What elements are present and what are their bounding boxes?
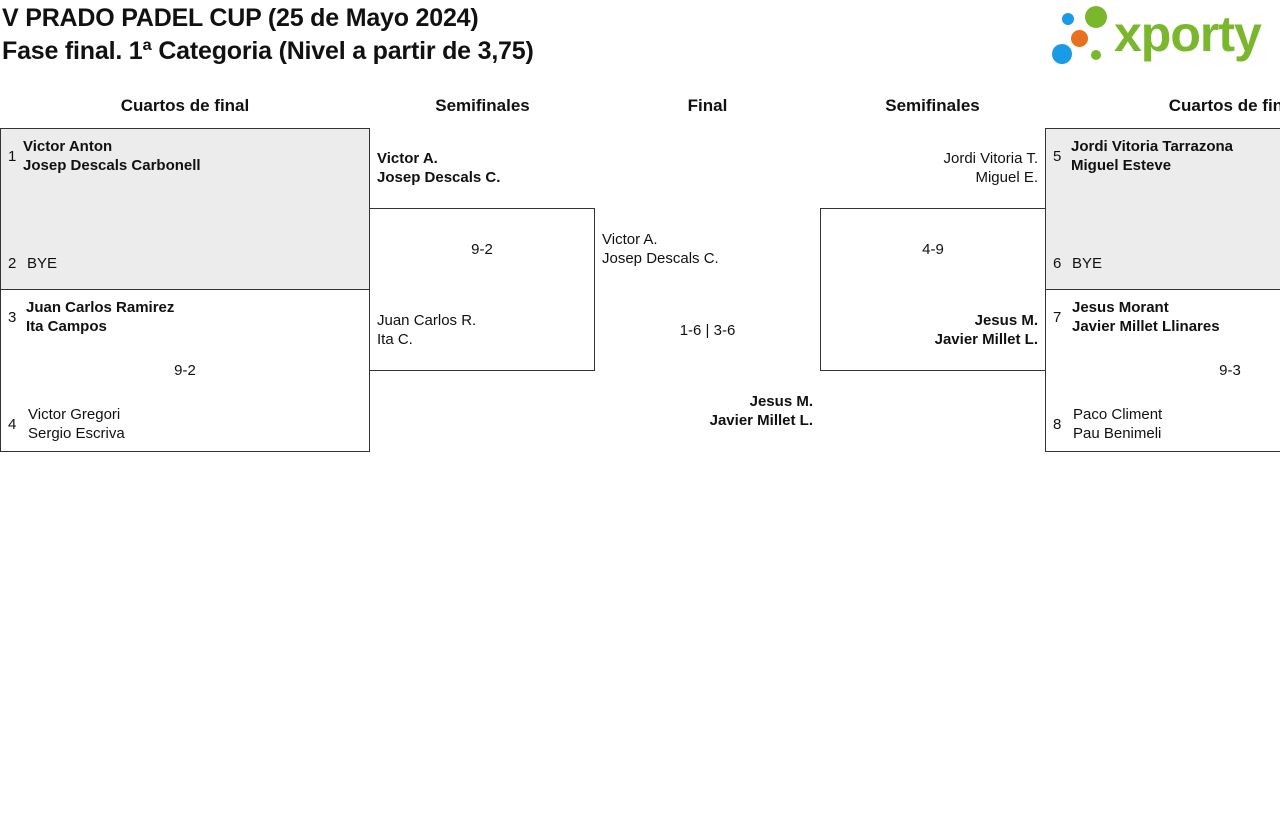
team-player: Ita C. (377, 331, 413, 348)
team-player: Victor A. (602, 231, 658, 248)
team-player: Victor A. (377, 150, 438, 167)
team-player: Victor Gregori (28, 406, 121, 423)
team-player: Juan Carlos Ramirez (26, 299, 175, 316)
logo-dot-blue-bottom-icon (1052, 44, 1072, 64)
match-score: 9-2 (174, 362, 196, 379)
match-score: 9-2 (471, 241, 493, 258)
page-title: V PRADO PADEL CUP (25 de Mayo 2024) (2, 4, 479, 32)
right-quarter-match-1: 5 Jordi Vitoria Tarrazona Miguel Esteve … (1045, 128, 1280, 290)
team-player: Pau Benimeli (1073, 425, 1162, 442)
team-player: Juan Carlos R. (377, 312, 477, 329)
team-player: Jordi Vitoria T. (943, 150, 1039, 167)
xporty-logo: xporty (1050, 2, 1276, 68)
seed-number: 4 (8, 416, 17, 433)
left-quarter-match-2: 3 Juan Carlos Ramirez Ita Campos 9-2 4 V… (0, 289, 370, 452)
seed-number: 2 (8, 255, 17, 272)
round-header-right-quarters: Cuartos de final (1168, 96, 1280, 115)
team-player: BYE (27, 255, 58, 272)
team-player: Miguel E. (975, 169, 1038, 186)
team-player: Josep Descals C. (602, 250, 719, 267)
team-player: Javier Millet L. (709, 412, 813, 429)
seed-number: 6 (1053, 255, 1062, 272)
team-player: Victor Anton (23, 138, 113, 155)
match-score: 9-3 (1219, 362, 1241, 379)
team-player: Jordi Vitoria Tarrazona (1071, 138, 1233, 155)
team-player: Javier Millet Llinares (1072, 318, 1220, 335)
round-header-final: Final (687, 96, 728, 115)
seed-number: 7 (1053, 309, 1062, 326)
seed-number: 1 (8, 148, 17, 165)
team-player: BYE (1072, 255, 1103, 272)
team-player: Miguel Esteve (1071, 157, 1172, 174)
round-header-left-quarters: Cuartos de final (120, 96, 250, 115)
logo-dot-blue-top-icon (1062, 13, 1074, 25)
right-semi-match: 4-9 Jesus M. Javier Millet L. (820, 208, 1046, 371)
seed-number: 8 (1053, 416, 1062, 433)
left-quarter-match-1: 1 Victor Anton Josep Descals Carbonell 2… (0, 128, 370, 290)
seed-number: 5 (1053, 148, 1062, 165)
team-player: Jesus Morant (1072, 299, 1169, 316)
left-semi-match: 9-2 Juan Carlos R. Ita C. (369, 208, 595, 371)
title-block: V PRADO PADEL CUP (25 de Mayo 2024) Fase… (2, 2, 534, 68)
final-score: 1-6 | 3-6 (679, 322, 736, 339)
team-player: Paco Climent (1073, 406, 1163, 423)
team-player: Ita Campos (26, 318, 107, 335)
team-player: Josep Descals Carbonell (23, 157, 201, 174)
right-quarter-match-2: 7 Jesus Morant Javier Millet Llinares 9-… (1045, 289, 1280, 452)
match-score: 4-9 (922, 241, 944, 258)
team-player: Josep Descals C. (377, 169, 501, 186)
team-player: Sergio Escriva (28, 425, 125, 442)
team-player: Jesus M. (749, 393, 813, 410)
round-header-left-semis: Semifinales (435, 96, 530, 115)
logo-text: xporty (1114, 6, 1262, 62)
page-subtitle: Fase final. 1ª Categoria (Nivel a partir… (2, 37, 534, 65)
round-header-right-semis: Semifinales (885, 96, 980, 115)
logo-dot-green-icon (1085, 6, 1107, 28)
team-player: Jesus M. (974, 312, 1038, 329)
seed-number: 3 (8, 309, 17, 326)
team-player: Javier Millet L. (934, 331, 1038, 348)
logo-dot-orange-icon (1071, 30, 1088, 47)
logo-dot-green-small-icon (1091, 50, 1101, 60)
